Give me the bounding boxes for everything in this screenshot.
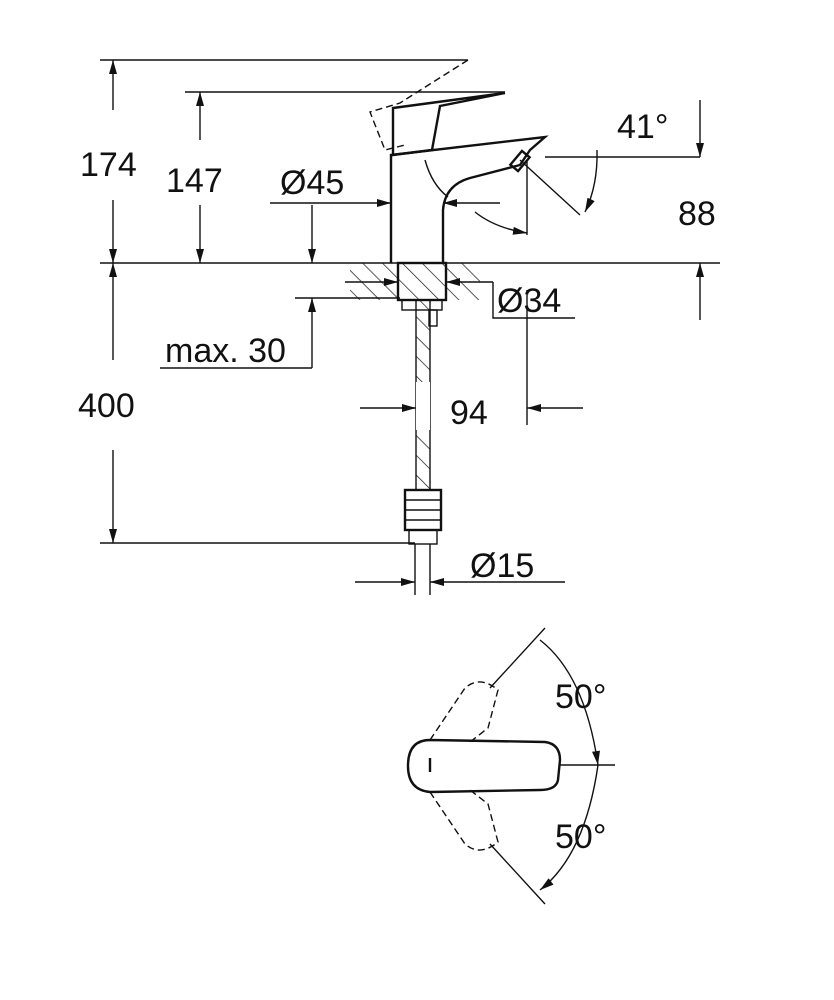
dim-94: 94	[450, 394, 488, 432]
dim-400: 400	[78, 387, 135, 425]
dim-34: Ø34	[497, 282, 561, 320]
dim-15: Ø15	[470, 547, 534, 585]
dim-45: Ø45	[280, 164, 344, 202]
faucet-top-view	[406, 627, 615, 905]
dim-174: 174	[80, 146, 137, 184]
dim-50-bottom: 50°	[555, 818, 606, 856]
dim-41: 41°	[617, 108, 668, 146]
dim-88: 88	[678, 195, 716, 233]
dimension-lines	[100, 60, 704, 586]
dim-147: 147	[166, 162, 223, 200]
dim-max30: max. 30	[165, 332, 286, 370]
dim-50-top: 50°	[555, 678, 606, 716]
